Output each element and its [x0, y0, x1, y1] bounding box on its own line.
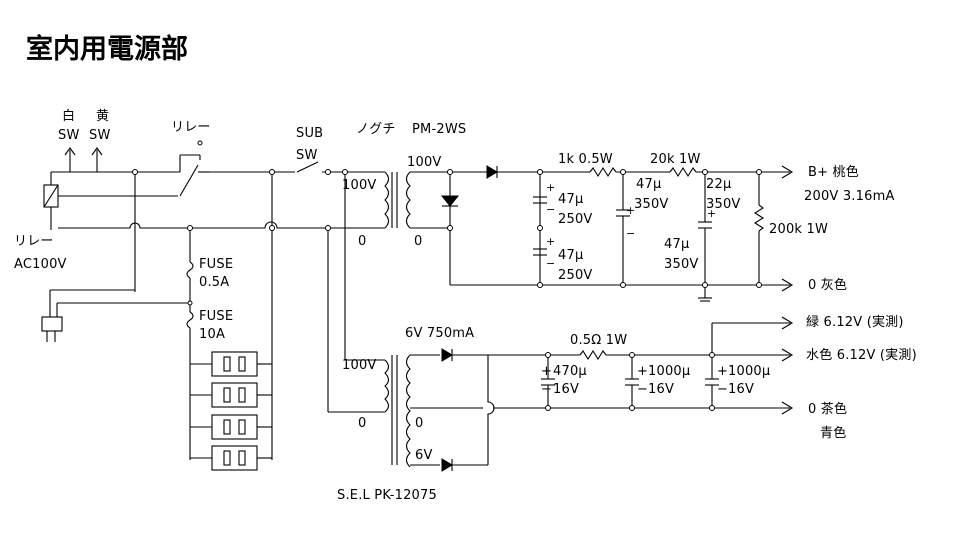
label-out-blue: 青色 — [820, 426, 847, 441]
label-yellow: 黄 — [96, 109, 110, 124]
label-r2: 20k 1W — [650, 152, 701, 167]
label-t2-primary-100v: 100V — [342, 358, 377, 373]
label-c3: 47μ — [636, 177, 662, 192]
sub-switch — [296, 161, 319, 173]
label-ac100v: AC100V — [14, 257, 67, 272]
label-fuse1: FUSE — [199, 257, 234, 272]
label-bplus-value: 200V 3.16mA — [804, 189, 895, 204]
label-c3-voltage: 350V — [634, 197, 669, 212]
label-t2-primary-0: 0 — [358, 416, 367, 431]
label-fuse2: FUSE — [199, 309, 234, 324]
label-c5-voltage: 350V — [664, 257, 699, 272]
bottom-rail — [50, 172, 385, 460]
label-relay-coil: リレー — [14, 234, 54, 249]
label-bplus: B+ 桃色 — [808, 165, 859, 180]
outlets — [190, 351, 272, 471]
label-sub: SUB — [296, 126, 324, 141]
label-c1-voltage: 250V — [558, 212, 593, 227]
label-t1-primary-100v: 100V — [342, 178, 377, 193]
label-c5: 47μ — [664, 237, 690, 252]
label-c4-voltage: 350V — [706, 197, 741, 212]
label-c7: 1000μ — [648, 364, 691, 379]
label-out-cyan: 水色 6.12V (実測) — [806, 348, 917, 363]
label-c1: 47μ — [558, 192, 584, 207]
label-fuse1-value: 0.5A — [199, 275, 230, 290]
hv-junctions — [132, 169, 762, 288]
label-pm2ws: PM-2WS — [412, 122, 467, 137]
relay-coil — [43, 171, 178, 222]
label-r3: 200k 1W — [769, 222, 828, 237]
lv-supply — [441, 316, 794, 472]
label-t1-primary-0: 0 — [358, 234, 367, 249]
label-c8: 1000μ — [728, 364, 771, 379]
label-relay-contact: リレー — [171, 120, 211, 135]
label-out-green: 緑 6.12V (実測) — [806, 315, 904, 330]
label-c8-voltage: 16V — [728, 382, 755, 397]
label-t1-secondary-0: 0 — [414, 234, 423, 249]
label-white: 白 — [62, 109, 76, 124]
label-c7-voltage: 16V — [648, 382, 675, 397]
label-sw-yellow: SW — [89, 128, 111, 143]
page-title: 室内用電源部 — [26, 34, 188, 65]
label-r1: 1k 0.5W — [558, 152, 613, 167]
transformer-1 — [344, 171, 540, 361]
label-sel-pk12075: S.E.L PK-12075 — [337, 488, 437, 503]
label-noguchi: ノグチ — [356, 122, 396, 137]
transformer-2 — [328, 354, 480, 468]
label-c2-voltage: 250V — [558, 268, 593, 283]
label-c2: 47μ — [558, 248, 584, 263]
label-t2-6v750ma: 6V 750mA — [405, 326, 475, 341]
sw-arrows — [64, 147, 135, 173]
relay-contact — [179, 140, 210, 197]
hv-supply — [440, 165, 794, 302]
label-out-brown: 0 茶色 — [808, 402, 848, 417]
label-sub-sw: SW — [296, 148, 318, 163]
lv-junctions — [269, 225, 715, 411]
label-t2-secondary-0: 0 — [415, 416, 424, 431]
label-c6: 470μ — [553, 364, 587, 379]
label-t1-secondary-100v: 100V — [407, 155, 442, 170]
label-fuse2-value: 10A — [199, 327, 226, 342]
label-c4: 22μ — [706, 177, 732, 192]
ac-plug — [41, 289, 190, 342]
fuses — [186, 228, 194, 460]
label-r4: 0.5Ω 1W — [570, 333, 628, 348]
label-c6-voltage: 16V — [553, 382, 580, 397]
label-sw-white: SW — [58, 128, 80, 143]
label-t2-secondary-6v: 6V — [415, 448, 433, 463]
label-gnd-gray: 0 灰色 — [808, 278, 848, 293]
